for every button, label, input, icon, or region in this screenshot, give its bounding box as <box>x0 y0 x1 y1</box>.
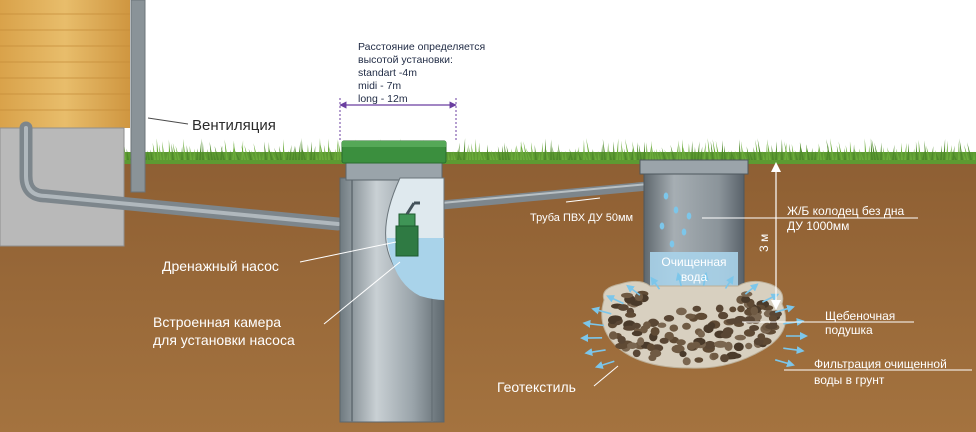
water-drops <box>659 192 692 248</box>
gravel-stones <box>607 290 782 366</box>
pvc-pipe-label: Труба ПВХ ДУ 50мм <box>530 212 633 224</box>
cleaned-water-label-1: Очищенная <box>661 255 726 269</box>
filtration-label-1: Фильтрация очищенной <box>814 357 947 371</box>
well-ring <box>639 159 749 175</box>
house-wall <box>0 0 130 128</box>
gravel-label-2: подушка <box>825 323 873 337</box>
distance-note-5: long - 12m <box>358 93 408 105</box>
filtration-label-2: воды в грунт <box>814 373 885 387</box>
grass <box>124 138 976 164</box>
house-wall-lines <box>0 13 130 111</box>
leader-lines <box>147 117 972 387</box>
distance-note-1: Расстояние определяется <box>358 41 485 53</box>
distance-note-4: midi - 7m <box>358 80 401 92</box>
drain-pump-label: Дренажный насос <box>162 258 279 274</box>
well-label-1: Ж/Б колодец без дна <box>787 204 904 218</box>
pvc-pipe <box>419 181 649 212</box>
chamber-label-2: для установки насоса <box>153 332 295 348</box>
chamber-label-1: Встроенная камера <box>153 314 281 330</box>
cleaned-water-label-2: вода <box>681 270 708 284</box>
ventilation-pipe <box>130 0 146 193</box>
well-label-2: ДУ 1000мм <box>787 219 849 233</box>
house-foundation <box>0 127 125 247</box>
geotextile-label: Геотекстиль <box>497 379 576 395</box>
depth-label: 3 м <box>757 234 771 252</box>
distance-note-2: высотой установки: <box>358 54 453 66</box>
gravel-label-1: Щебеночная <box>825 309 895 323</box>
distance-note-3: standart -4m <box>358 67 417 79</box>
drain-pump-icon <box>395 225 419 257</box>
ventilation-label: Вентиляция <box>192 117 276 134</box>
